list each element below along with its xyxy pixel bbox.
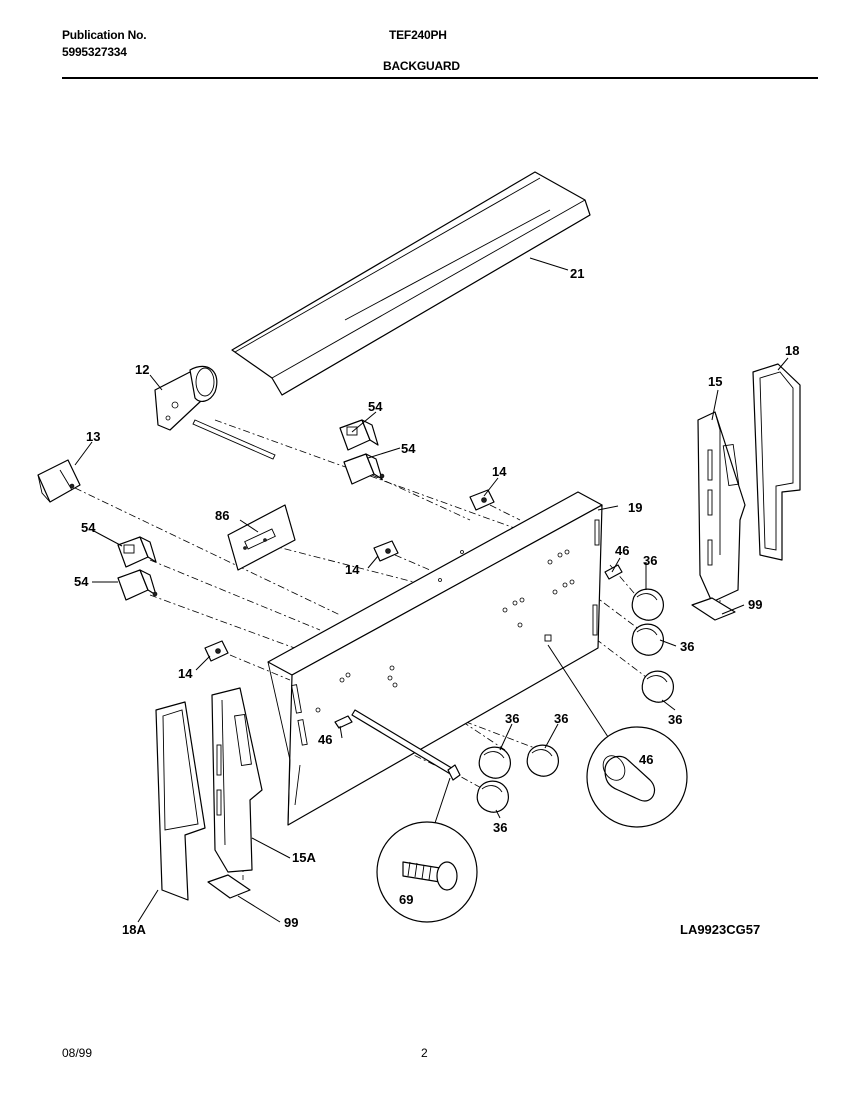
rocker-switch-part-14-a [469,489,495,511]
page-number: 2 [421,1046,428,1060]
knob-part-36-d [478,746,511,779]
detail-circle-part-46 [547,644,688,828]
callout-21: 21 [570,266,584,281]
knob-part-36-f [476,780,509,813]
indicator-light-part-54-lower-a [117,536,157,568]
section-title: BACKGUARD [383,59,460,73]
top-trim-part-21 [231,171,591,396]
callout-86: 86 [215,508,229,523]
callout-36-c: 36 [668,712,682,727]
indicator-light-part-54-upper-b [343,453,385,485]
thermostat-part-12 [154,365,276,460]
callout-36-a: 36 [643,553,657,568]
callout-46-left: 46 [318,732,332,747]
backguard-panel-part-19 [267,491,603,826]
leader-lines [74,257,789,923]
publication-number: 5995327334 [62,45,127,59]
end-cap-part-18a [155,701,206,901]
callout-54-lower-a: 54 [81,520,96,535]
end-cap-part-18 [752,363,801,561]
callout-54-upper-b: 54 [401,441,416,456]
callout-69: 69 [399,892,413,907]
indicator-light-part-54-lower-b [117,569,158,601]
footer-date: 08/99 [62,1046,93,1060]
detail-circle-part-69 [376,764,478,923]
callout-14-a: 14 [492,464,507,479]
indicator-light-part-54-upper-a [339,419,379,451]
side-bracket-part-15a [207,687,263,899]
callout-54-lower-b: 54 [74,574,89,589]
callout-36-b: 36 [680,639,694,654]
side-bracket-part-15 [691,411,746,621]
callout-18a: 18A [122,922,146,937]
knob-part-36-e [526,744,559,777]
callout-15: 15 [708,374,722,389]
callout-36-d: 36 [505,711,519,726]
publication-label: Publication No. [62,28,147,42]
callout-46-right: 46 [615,543,629,558]
callout-14-b: 14 [345,562,360,577]
knob-part-36-c [641,670,674,703]
knob-part-36-a [631,588,664,621]
callout-36-f: 36 [493,820,507,835]
terminal-block-part-86 [227,504,296,571]
model-number: TEF240PH [389,28,447,42]
callout-54-upper-a: 54 [368,399,383,414]
switch-part-13 [37,459,81,503]
callout-14-c: 14 [178,666,193,681]
knob-shaft-part-46-right [604,564,623,580]
callout-12: 12 [135,362,149,377]
callout-46-detail: 46 [639,752,653,767]
callout-13: 13 [86,429,100,444]
knob-part-36-b [631,623,664,656]
callout-19: 19 [628,500,642,515]
callout-labels: 21 12 13 18 15 54 54 54 54 14 14 14 19 8… [74,266,799,937]
rocker-switch-part-14-b [373,540,399,562]
header-rule [62,77,818,79]
callout-99-right: 99 [748,597,762,612]
drawing-id: LA9923CG57 [680,922,760,937]
callout-15a: 15A [292,850,316,865]
callout-18: 18 [785,343,799,358]
callout-36-e: 36 [554,711,568,726]
callout-99-left: 99 [284,915,298,930]
